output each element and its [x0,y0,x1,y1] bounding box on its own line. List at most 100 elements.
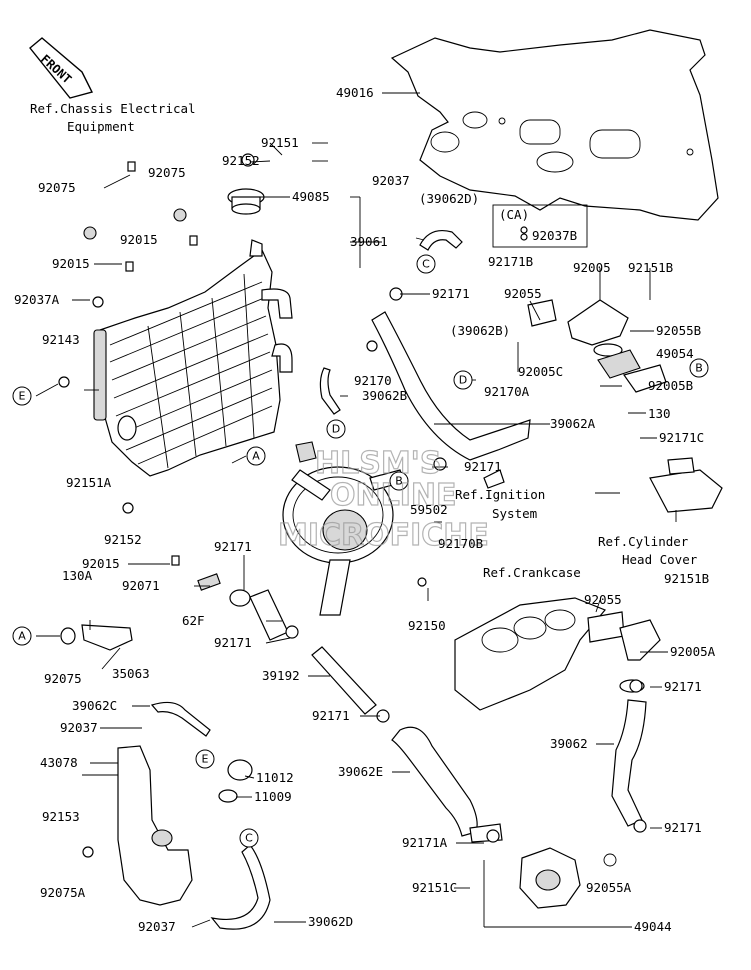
part-label: 92171 [214,539,252,554]
part-label: 92075A [40,885,86,900]
marker-C-1: C [416,254,436,274]
part-label: 92151B [664,571,709,586]
radiator-cap [227,188,265,215]
marker-A-2: A [12,626,32,646]
part-label: 92153 [42,809,80,824]
part-label: 39062C [72,698,117,713]
ref-cylinder-head-line2: Head Cover [622,552,698,567]
part-label: 92005B [648,378,693,393]
part-label: 92015 [120,232,158,247]
part-label: 39062B [362,388,407,403]
marker-B-2: B [389,471,409,491]
part-label: 92075 [44,671,82,686]
part-label: 92171 [312,708,350,723]
radiator-fan [282,441,405,616]
part-label: 92037A [14,292,60,307]
part-label: 39192 [262,668,300,683]
ref-ignition-line2: System [492,506,537,521]
hoses [150,229,647,930]
part-label: 49016 [336,85,374,100]
ref-chassis-electrical-line2: Equipment [67,119,135,134]
marker-D-1-label: D [459,374,467,387]
part-label: 92151B [628,260,673,275]
thermostat-housing [527,299,667,393]
part-label: 92015 [82,556,120,571]
part-label: 92170B [438,536,483,551]
marker-D-2: D [326,419,346,439]
part-label: (39062D) [419,191,479,206]
marker-E-2-label: E [202,753,209,766]
part-label: 92143 [42,332,80,347]
part-label: 92171 [664,679,702,694]
part-label: 92152 [104,532,142,547]
part-label: 92171 [432,286,470,301]
part-label: 39062A [550,416,596,431]
marker-E-1-label: E [19,390,26,403]
part-label: 11012 [256,770,294,785]
marker-A-1: A [246,446,266,466]
marker-B-2-label: B [395,475,403,488]
ca-group-label: (CA) [499,207,529,222]
marker-C-2: C [239,828,259,848]
part-label: 39061 [350,234,388,249]
front-arrow-badge: FRONT [29,37,94,99]
part-label: 92071 [122,578,160,593]
water-pump [469,823,617,909]
marker-A-2-label: A [18,630,26,643]
ref-chassis-electrical-line1: Ref.Chassis Electrical [30,101,196,116]
part-label: 43078 [40,755,78,770]
part-label: 39062D [308,914,353,929]
marker-B-1-label: B [695,362,703,375]
undercover-plate [390,29,719,221]
part-label: 92171 [664,820,702,835]
leader-lines [35,92,677,928]
part-label: 92037B [532,228,577,243]
marker-C-2-label: C [245,832,253,845]
part-label: 92037 [60,720,98,735]
part-label: 92151 [261,135,299,150]
part-label: 92005 [573,260,611,275]
part-label: 130 [648,406,671,421]
part-label: 92005C [518,364,563,379]
part-label: 59502 [410,502,448,517]
cylinder-head-cover [649,457,723,513]
part-label: 92055A [586,880,632,895]
part-label: 92055 [504,286,542,301]
part-label: 92171A [402,835,448,850]
part-label: 92171C [659,430,704,445]
ref-ignition-line1: Ref.Ignition [455,487,545,502]
part-label: 11009 [254,789,292,804]
part-labels: 49016 92151 92152 92075 92075 49085 9203… [14,85,716,934]
part-label: 92150 [408,618,446,633]
marker-A-1-label: A [252,450,260,463]
part-label: 92171 [464,459,502,474]
part-label: 92151C [412,880,457,895]
watermark-line1: HLSM'S [315,446,441,481]
marker-D-1: D [453,370,473,390]
part-label: 35063 [112,666,150,681]
part-label: 92171B [488,254,533,269]
part-label: 49044 [634,919,672,934]
part-label: 92015 [52,256,90,271]
marker-D-2-label: D [332,423,340,436]
marker-E-2: E [195,749,215,769]
part-label: 92075 [38,180,76,195]
part-label: 62F [182,613,205,628]
watermark-line3: MICROFICHE [278,518,489,553]
part-label: 92037 [138,919,176,934]
part-label: 92005A [670,644,716,659]
part-label: 39062 [550,736,588,751]
marker-C-1-label: C [422,258,430,271]
part-label: 92152 [222,153,260,168]
ref-cylinder-head-line1: Ref.Cylinder [598,534,689,549]
fasteners [58,153,647,858]
ca-group-box: (CA) [492,204,588,248]
part-label: 92170 [354,373,392,388]
marker-E-1: E [12,386,32,406]
ref-crankcase: Ref.Crankcase [483,565,581,580]
part-label: 92151A [66,475,112,490]
part-label: 92055B [656,323,701,338]
part-label: 130A [62,568,93,583]
